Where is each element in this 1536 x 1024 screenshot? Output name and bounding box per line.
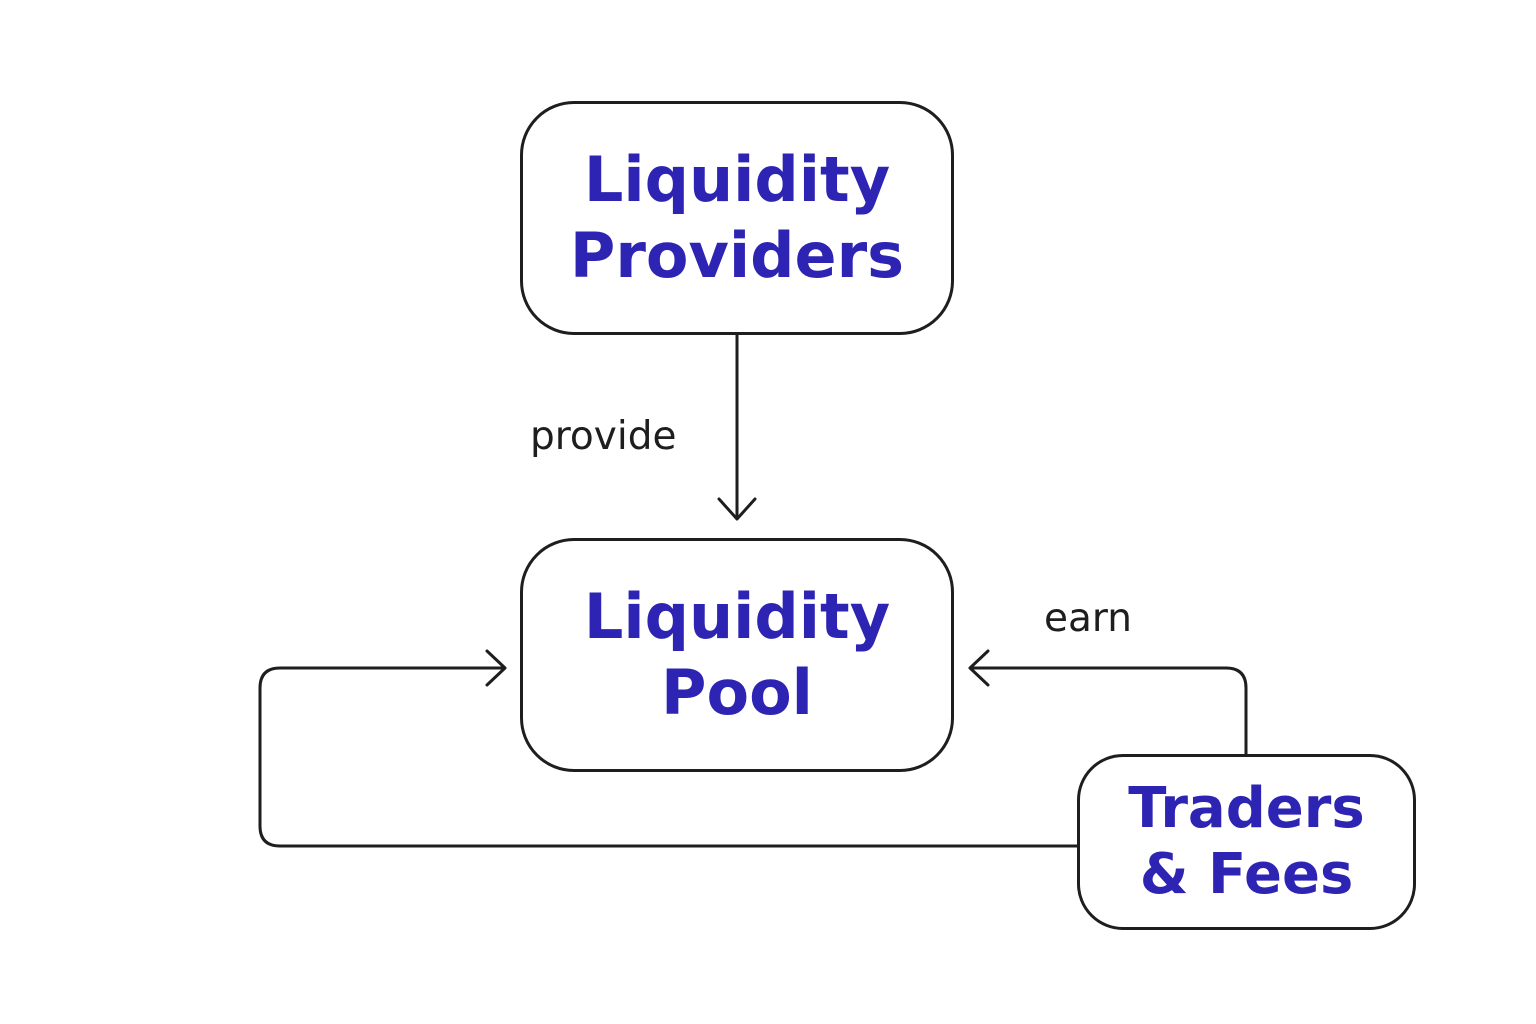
liquidity-providers-line1: Liquidity <box>583 143 891 216</box>
traders-fees-node: Traders & Fees <box>1077 754 1416 930</box>
earn-arrow-line <box>972 666 1248 754</box>
liquidity-pool-node: Liquidity Pool <box>520 538 954 772</box>
loop-arrow-line <box>258 666 1077 848</box>
provide-edge-label: provide <box>530 414 677 459</box>
earn-arrowhead <box>968 649 990 687</box>
liquidity-providers-line2: Providers <box>569 219 905 292</box>
liquidity-providers-node: Liquidity Providers <box>520 101 954 335</box>
liquidity-pool-line2: Pool <box>661 656 813 729</box>
loop-arrowhead <box>485 649 507 687</box>
earn-edge-label: earn <box>1044 596 1132 641</box>
traders-fees-line2: & Fees <box>1139 842 1354 907</box>
provide-arrowhead <box>717 497 757 521</box>
liquidity-pool-line1: Liquidity <box>583 580 891 653</box>
traders-fees-line1: Traders <box>1128 776 1365 841</box>
